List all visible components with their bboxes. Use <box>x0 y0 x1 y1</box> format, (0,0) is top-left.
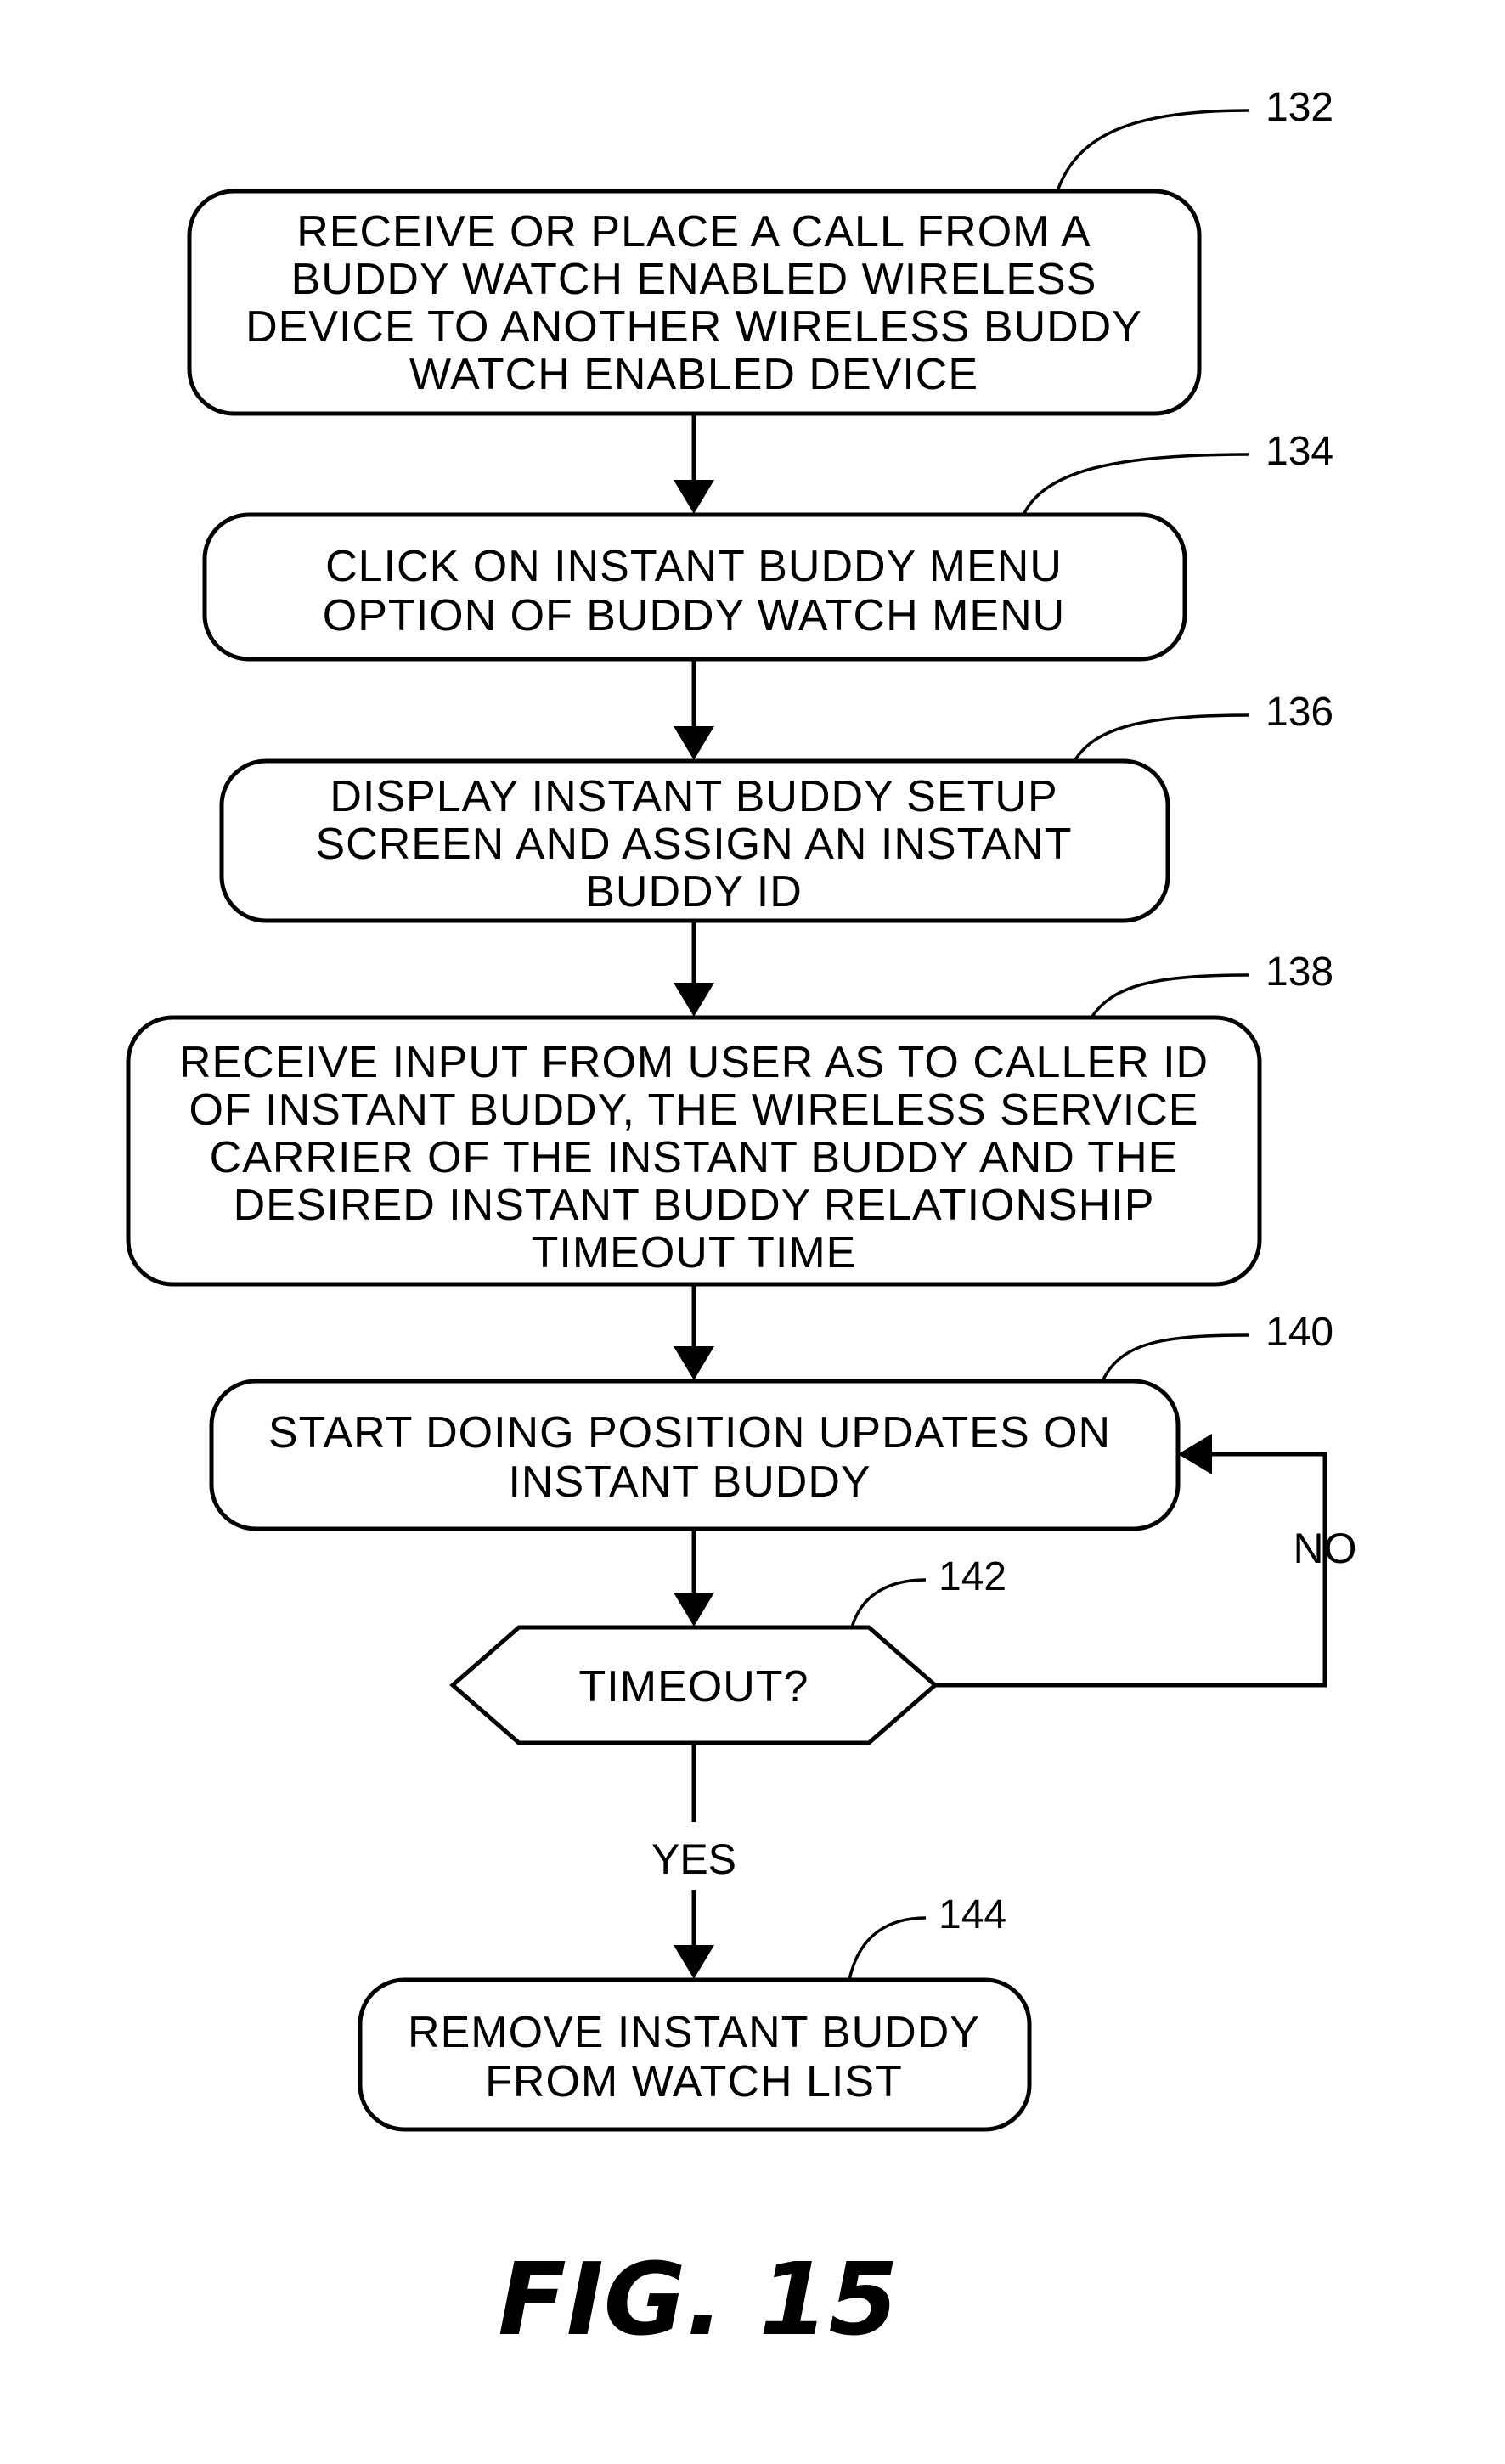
step-138-line-5: TIMEOUT TIME <box>532 1228 857 1277</box>
step-138-line-2: OF INSTANT BUDDY, THE WIRELESS SERVICE <box>189 1085 1198 1135</box>
arrow-138-to-140 <box>674 1284 714 1380</box>
ref-144-leader <box>849 1918 926 1980</box>
ref-134-label: 134 <box>1265 429 1333 474</box>
ref-136-leader <box>1074 715 1249 761</box>
step-140: START DOING POSITION UPDATES ON INSTANT … <box>211 1310 1333 1529</box>
step-132-line-2: BUDDY WATCH ENABLED WIRELESS <box>291 255 1097 304</box>
arrow-140-to-142 <box>674 1529 714 1627</box>
ref-132-leader <box>1057 110 1249 191</box>
ref-136-label: 136 <box>1265 690 1333 735</box>
step-134: CLICK ON INSTANT BUDDY MENU OPTION OF BU… <box>205 429 1333 659</box>
step-138-line-1: RECEIVE INPUT FROM USER AS TO CALLER ID <box>179 1038 1209 1087</box>
no-branch-label: NO <box>1294 1525 1357 1572</box>
ref-142-leader <box>852 1580 926 1627</box>
step-144-line-2: FROM WATCH LIST <box>485 2057 903 2106</box>
ref-134-leader <box>1023 454 1249 515</box>
ref-138-leader <box>1091 975 1249 1018</box>
step-136-line-1: DISPLAY INSTANT BUDDY SETUP <box>330 772 1057 821</box>
step-132-line-3: DEVICE TO ANOTHER WIRELESS BUDDY <box>245 302 1142 352</box>
step-140-line-2: INSTANT BUDDY <box>508 1458 871 1507</box>
ref-140-label: 140 <box>1265 1310 1333 1355</box>
arrow-134-to-136 <box>674 659 714 760</box>
yes-branch-label: YES <box>651 1835 736 1883</box>
ref-140-leader <box>1102 1335 1249 1381</box>
step-144-line-1: REMOVE INSTANT BUDDY <box>408 2008 980 2057</box>
step-136: DISPLAY INSTANT BUDDY SETUP SCREEN AND A… <box>222 690 1333 921</box>
arrow-132-to-134 <box>674 414 714 514</box>
decision-142-label: TIMEOUT? <box>579 1662 809 1711</box>
step-140-line-1: START DOING POSITION UPDATES ON <box>268 1408 1111 1458</box>
step-134-line-1: CLICK ON INSTANT BUDDY MENU <box>325 542 1063 591</box>
step-136-line-3: BUDDY ID <box>585 867 803 916</box>
ref-144-label: 144 <box>939 1892 1006 1937</box>
step-138-line-3: CARRIER OF THE INSTANT BUDDY AND THE <box>210 1133 1179 1182</box>
step-132-line-1: RECEIVE OR PLACE A CALL FROM A <box>296 207 1091 257</box>
ref-138-label: 138 <box>1265 950 1333 995</box>
ref-142-label: 142 <box>939 1554 1006 1599</box>
arrow-136-to-138 <box>674 921 714 1017</box>
figure-label: FIG. 15 <box>498 2241 898 2358</box>
yes-branch: YES <box>651 1743 736 1979</box>
step-138-line-4: DESIRED INSTANT BUDDY RELATIONSHIP <box>234 1181 1155 1230</box>
decision-142: TIMEOUT? 142 <box>453 1554 1006 1743</box>
ref-132-label: 132 <box>1265 85 1333 130</box>
step-138: RECEIVE INPUT FROM USER AS TO CALLER ID … <box>128 950 1333 1284</box>
step-132: RECEIVE OR PLACE A CALL FROM A BUDDY WAT… <box>189 85 1333 414</box>
step-132-line-4: WATCH ENABLED DEVICE <box>409 350 978 399</box>
step-136-line-2: SCREEN AND ASSIGN AN INSTANT <box>315 820 1072 869</box>
step-134-line-2: OPTION OF BUDDY WATCH MENU <box>323 591 1065 640</box>
